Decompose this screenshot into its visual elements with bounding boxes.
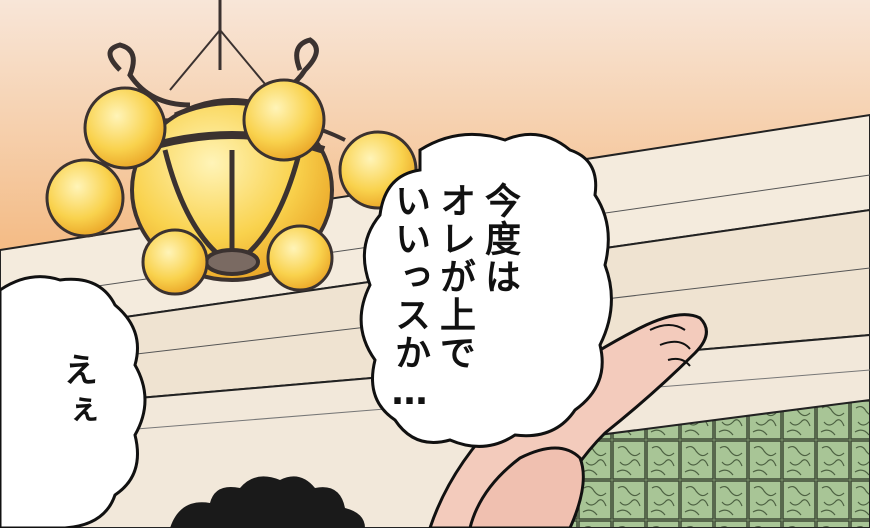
speech-bubble-right — [359, 132, 613, 448]
hair-icon — [170, 476, 365, 528]
speech-bubble-left — [0, 275, 147, 528]
speech-bubble-left-text: えぇ — [57, 352, 98, 432]
chandelier-icon — [45, 0, 418, 296]
foot-icon — [428, 313, 708, 528]
speech-bubble-right-text: 今度はオレが上でいいっスか… — [389, 182, 520, 415]
